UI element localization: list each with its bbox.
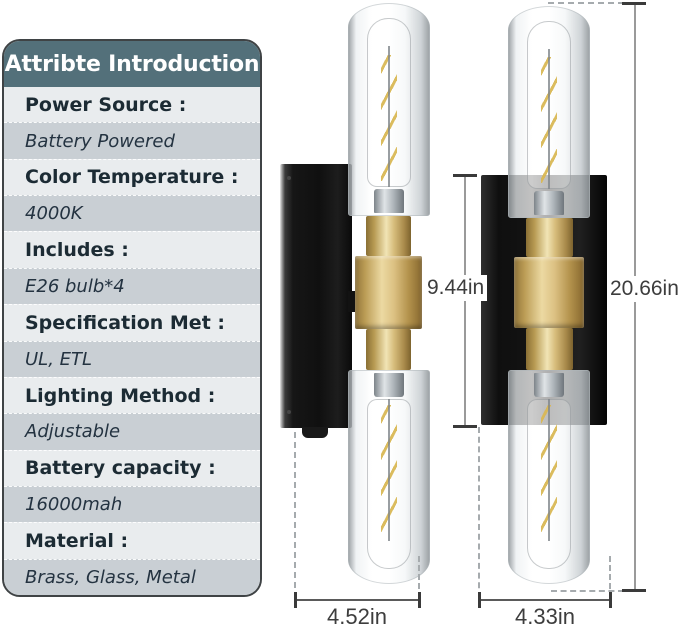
dimension-leader (551, 590, 624, 592)
brass-sleeve-bottom (526, 328, 573, 370)
brass-sleeve-top (526, 218, 573, 257)
switch-knob (302, 427, 328, 438)
dimension-label-plate-height: 9.44in (424, 275, 488, 301)
spec-value-includes: E26 bulb*4 (4, 267, 260, 305)
dimension-tick (609, 592, 612, 608)
dimension-label-left-width: 4.52in (324, 603, 390, 629)
spec-label-color-temperature: Color Temperature : (4, 158, 260, 196)
dimension-leader (609, 556, 611, 598)
spec-rows: Power Source : Battery Powered Color Tem… (4, 87, 260, 595)
bulb-stem (388, 399, 390, 541)
backplate (280, 164, 352, 428)
brass-sleeve-top (366, 216, 411, 256)
glass-tube-bottom (348, 370, 430, 584)
spec-value-lighting-method: Adjustable (4, 413, 260, 450)
glass-tube-bottom (508, 370, 590, 584)
dimension-line-plate-height (464, 176, 466, 426)
spec-panel: Attribte Introduction Power Source : Bat… (2, 39, 262, 597)
brass-sleeve-bottom (366, 329, 411, 370)
bulb-stem (548, 399, 550, 541)
bulb-socket (534, 191, 564, 215)
spec-value-color-temperature: 4000K (4, 195, 260, 232)
brass-center-band (514, 257, 584, 328)
dimension-label-right-width: 4.33in (512, 603, 578, 629)
glass-tube-top (508, 6, 590, 218)
dimension-leader (478, 427, 480, 598)
dimension-leader (418, 556, 420, 598)
dimension-tick (478, 592, 481, 608)
spec-value-battery-capacity: 16000mah (4, 485, 260, 523)
brass-center-band (355, 256, 422, 329)
spec-label-includes: Includes : (4, 231, 260, 268)
spec-value-specification-met: UL, ETL (4, 340, 260, 377)
bulb-socket (534, 373, 564, 397)
glass-tube-top (348, 3, 430, 216)
bulb-stem (548, 49, 550, 189)
spec-value-power-source: Battery Powered (4, 122, 260, 159)
spec-label-power-source: Power Source : (4, 87, 260, 123)
dimension-line-left-width (295, 599, 420, 601)
dimension-tick (453, 425, 477, 428)
bulb-socket (374, 189, 404, 213)
spec-label-material: Material : (4, 522, 260, 559)
dimension-label-total-height: 20.66in (607, 276, 679, 302)
bulb-stem (388, 46, 390, 187)
dimension-tick (294, 592, 297, 608)
spec-label-specification-met: Specification Met : (4, 304, 260, 341)
dimension-leader (294, 432, 296, 598)
mount-screw (287, 410, 291, 414)
spec-value-material: Brass, Glass, Metal (4, 558, 260, 595)
panel-title: Attribte Introduction (4, 41, 260, 87)
dimension-tick (453, 174, 477, 177)
dimension-leader (548, 2, 624, 4)
bulb-socket (374, 373, 404, 397)
dimension-tick (622, 589, 646, 592)
spec-label-lighting-method: Lighting Method : (4, 376, 260, 414)
dimension-tick (622, 2, 646, 5)
dimension-line-right-width (479, 599, 611, 601)
mount-screw (287, 176, 291, 180)
dimension-tick (418, 592, 421, 608)
spec-label-battery-capacity: Battery capacity : (4, 449, 260, 486)
